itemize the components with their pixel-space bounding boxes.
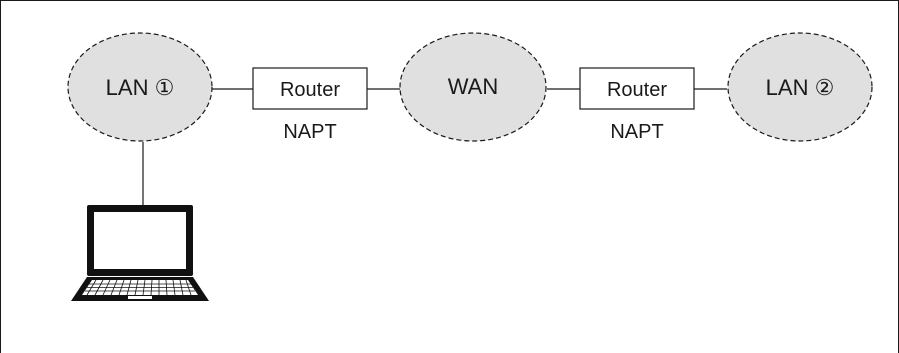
router2-node: Router NAPT — [579, 67, 695, 143]
laptop-keyboard-keys — [85, 279, 195, 296]
lan1-node: LAN ① — [67, 32, 213, 142]
lan1-ellipse — [67, 32, 213, 142]
lan2-label: LAN ② — [766, 75, 835, 100]
laptop-icon — [71, 205, 209, 301]
wan-label: WAN — [448, 74, 499, 99]
router1-node: Router NAPT — [252, 67, 368, 143]
lan2-ellipse — [727, 32, 873, 142]
lan2-node: LAN ② — [727, 32, 873, 142]
router2-box — [579, 67, 695, 110]
laptop-touchpad — [128, 296, 152, 299]
router2-sublabel: NAPT — [610, 121, 663, 143]
laptop-screen — [94, 212, 186, 269]
router1-box — [252, 67, 368, 110]
router1-label: Router — [280, 79, 340, 101]
wan-ellipse — [399, 32, 547, 142]
wan-node: WAN — [399, 32, 547, 142]
lan1-label: LAN ① — [106, 75, 175, 100]
router1-sublabel: NAPT — [283, 121, 336, 143]
router2-label: Router — [607, 79, 667, 101]
